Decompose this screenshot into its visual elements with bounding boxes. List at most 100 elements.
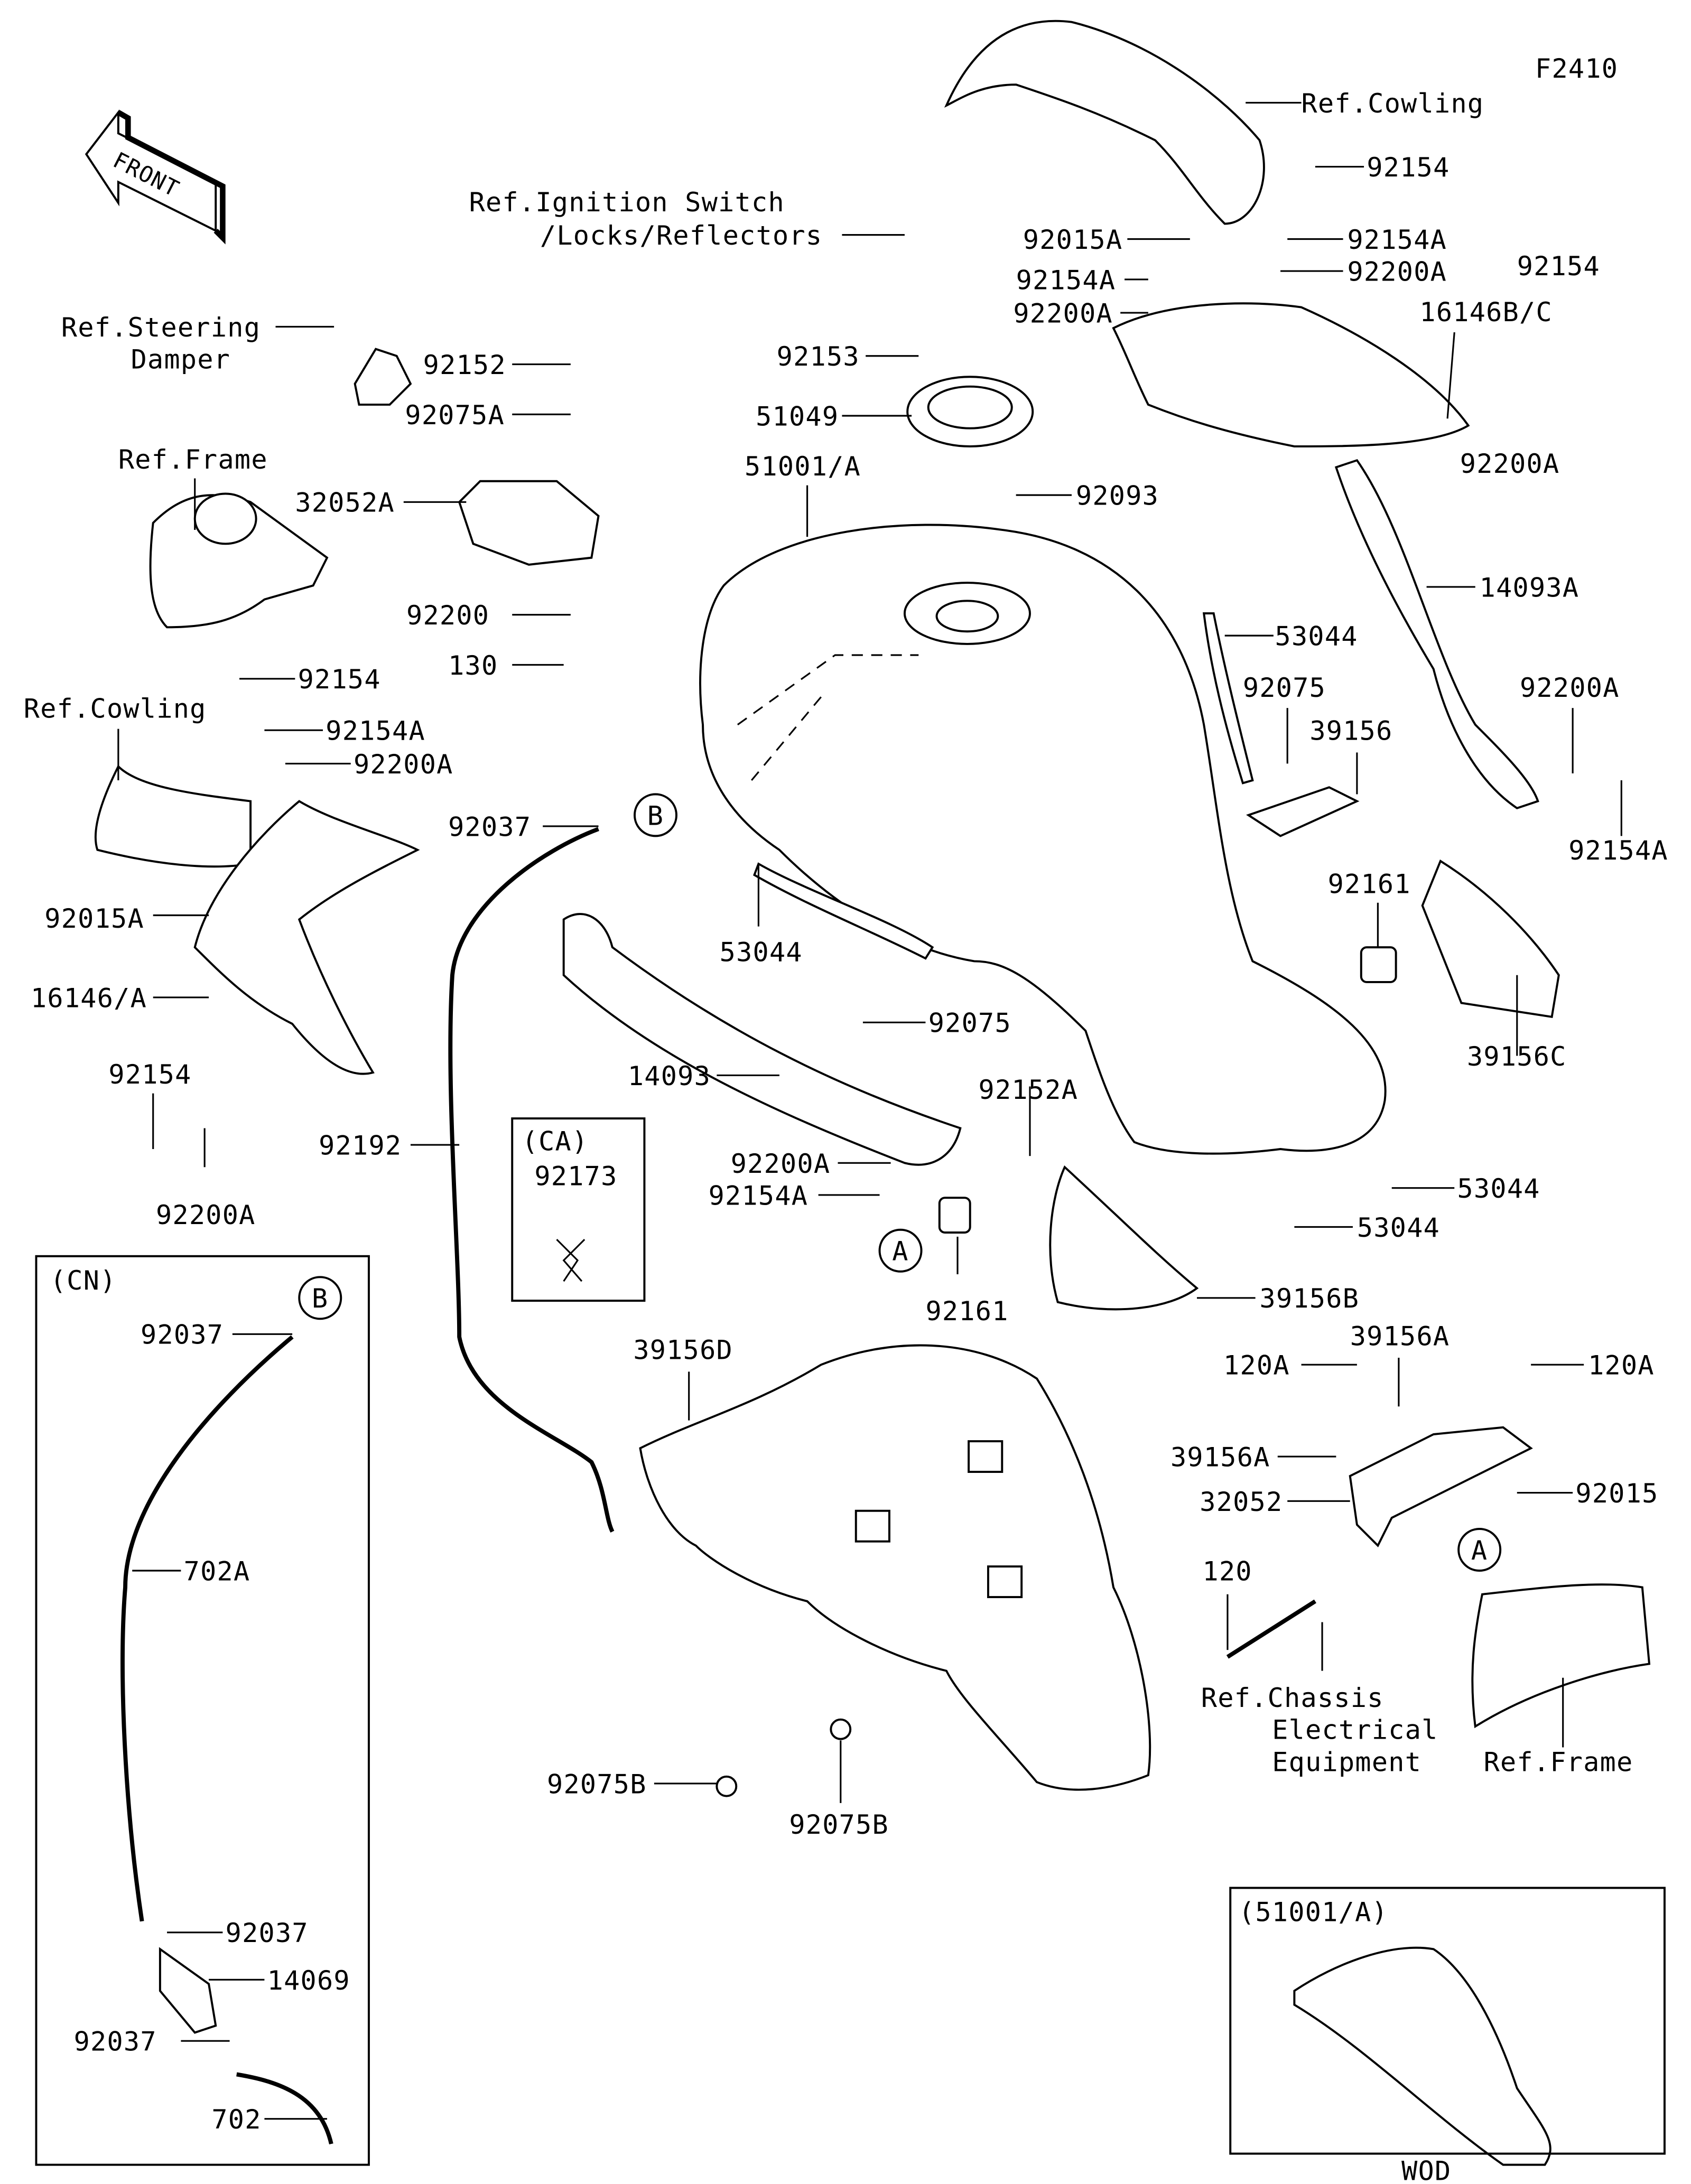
guard-hole-1 [854,1509,890,1543]
inset-wod-title: (51001/A) [1239,1897,1388,1928]
part-callout: 92037 [141,1320,224,1350]
part-callout: 92200A [1013,298,1113,329]
part-callout: 92015A [44,903,144,934]
side-cover-16146a [193,800,420,1075]
side-rail-14093 [562,913,962,1166]
upper-cowling [944,20,1265,225]
part-callout: 92200A [156,1200,256,1230]
part-callout: 92154 [298,664,381,695]
grommet-92075b [716,1775,738,1797]
part-callout: Ref.Cowling [24,694,207,724]
bolt-120 [1226,1599,1317,1659]
inset-box-cn [35,1255,370,2166]
part-callout: 53044 [1457,1173,1540,1204]
part-callout: 39156C [1467,1041,1567,1072]
part-callout: Ref.Ignition Switch [469,187,785,218]
heat-guard-39156d [639,1344,1151,1791]
guard-hole-2 [968,1440,1004,1473]
pad-39156c [1421,859,1560,1019]
part-callout: 32052 [1200,1487,1283,1517]
grommet-92075b-2 [830,1718,852,1740]
fuel-tank [699,524,1387,1155]
part-callout: 92075A [405,400,505,431]
part-callout: 53044 [1357,1212,1440,1243]
part-callout: Ref.Frame [1484,1747,1633,1777]
part-callout: /Locks/Reflectors [540,220,822,251]
part-callout: 51049 [756,401,839,432]
part-callout: 16146B/C [1419,297,1553,328]
part-callout: 32052A [295,488,395,518]
part-callout: 14093 [628,1061,711,1091]
reference-letter: A [1471,1535,1488,1566]
part-callout: 702 [211,2104,261,2135]
reference-letter: B [312,1283,328,1314]
part-callout: 92154 [1517,251,1600,282]
part-callout: 92075B [789,1809,889,1840]
reference-letter: A [892,1236,908,1267]
part-callout: 14069 [267,1965,350,1996]
part-callout: Ref.Frame [118,444,268,475]
guard-hole-3 [987,1565,1023,1599]
damper-92161 [1360,946,1397,983]
frame-ref-lower [1471,1583,1651,1729]
part-callout: 92154A [326,716,425,746]
damper-bracket [354,348,412,406]
part-callout: 92154 [108,1059,191,1090]
part-callout: 39156 [1309,716,1392,746]
part-callout: 92093 [1076,481,1159,511]
side-rail-14093a [1334,459,1539,809]
part-callout: 92154A [1568,835,1668,866]
part-callout: 92200A [354,749,453,780]
inset-box-ca [511,1117,646,1302]
part-callout: Equipment [1272,1747,1421,1777]
damper-92161-lower [938,1197,971,1234]
part-callout: 92153 [777,341,860,372]
part-callout: 120A [1223,1350,1290,1381]
part-callout: 130 [448,650,498,681]
hidden-lines [737,654,919,781]
bracket-32052a [458,480,600,566]
inset-box-wod [1229,1887,1666,2155]
part-callout: 92200A [1520,673,1620,703]
part-callout: 92152A [979,1075,1079,1105]
reference-circle [298,1276,342,1320]
part-callout: 92075B [547,1769,647,1799]
reference-circle [1457,1528,1502,1572]
part-callout: 92154 [1367,152,1450,183]
leader-lines [117,101,1622,2120]
filter-14069 [159,1947,217,2034]
reference-circle [878,1228,923,1273]
side-cover-16146bc [1112,302,1470,447]
leader-line [1446,332,1455,419]
front-arrow-icon: FRONT [85,109,226,245]
part-callout: 14093A [1480,572,1579,603]
part-callout: Ref.Steering [61,312,261,343]
part-callout: 120 [1203,1556,1252,1586]
part-callout: 39156A [1170,1442,1270,1472]
part-callout: 39156B [1260,1283,1360,1314]
part-callout: Damper [131,344,231,375]
part-callout: 39156A [1350,1321,1450,1351]
reference-letter: B [647,800,664,831]
reference-circles: B B A A [298,793,1502,1572]
part-callout: 92200A [731,1149,831,1179]
part-callout: 92037 [74,2027,157,2057]
part-callout: 92154A [1347,225,1447,255]
part-callout: 92154A [1016,265,1116,295]
seal-strip-53044-right [1202,612,1254,785]
pad-39156 [1246,786,1360,837]
reference-circle [634,793,677,837]
inset-ca-title: (CA) [522,1126,589,1157]
clip-92173 [556,1239,586,1282]
filler-neck [935,600,999,633]
part-callout: 53044 [1275,621,1358,652]
part-callout: 92152 [423,350,506,380]
inset-ca-part: 92173 [534,1161,617,1191]
breather-hose-92192 [448,827,615,1533]
part-callout: Ref.Chassis [1201,1683,1384,1713]
frame-steering-head [193,492,257,545]
part-callout: 92075 [1243,673,1326,703]
